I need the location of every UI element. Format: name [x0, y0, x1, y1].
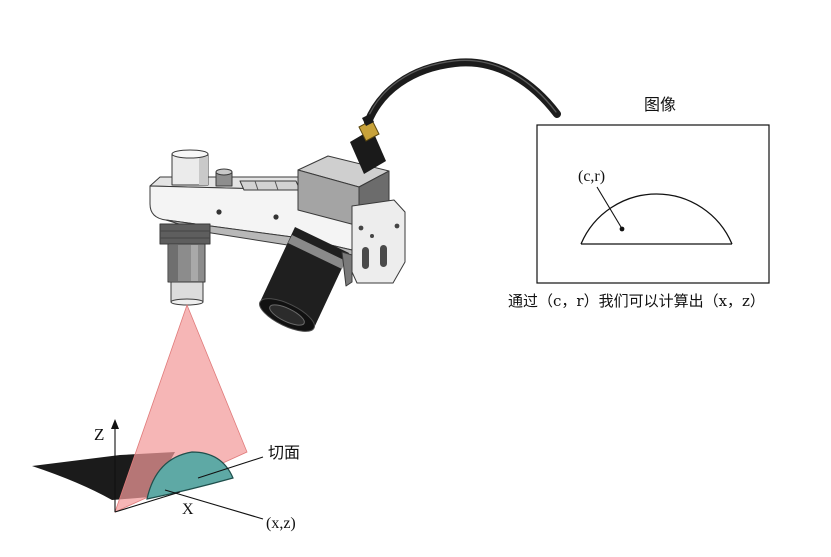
connector-housing: [350, 129, 386, 174]
laser-thread-ring: [159, 223, 211, 245]
side-plate-face: [351, 199, 406, 284]
section-label: 切面: [268, 443, 300, 462]
cable-clip-detail: [274, 180, 279, 191]
image-point-marker: [619, 226, 625, 232]
image-profile-arc: [580, 193, 733, 245]
bracket-screw-hole: [216, 209, 222, 215]
image-frame: [536, 124, 770, 284]
connector-collar: [362, 114, 374, 126]
side-plate-edge: [341, 251, 353, 287]
x-axis: [114, 491, 181, 513]
camera-lens: [259, 227, 349, 332]
cable-body: [364, 58, 561, 126]
camera-connector: [350, 114, 386, 174]
side-plate-hole: [394, 223, 400, 229]
cross-section: [146, 451, 234, 500]
bracket-screw-hole: [273, 214, 279, 220]
side-plate-hole: [358, 225, 364, 231]
camera-body: [297, 155, 390, 227]
side-plate-slot: [380, 245, 387, 267]
cable-clip: [239, 180, 301, 191]
side-plate-hole: [370, 234, 374, 238]
scene-axes: Z X: [94, 419, 194, 518]
sensor-connector-cap: [215, 168, 233, 176]
lens-glass: [269, 304, 305, 326]
image-panel-title: 图像: [644, 95, 676, 114]
world-point-leader-line: [164, 489, 264, 520]
cable-clip-detail: [254, 180, 259, 191]
camera-cable: [364, 58, 561, 126]
image-point-label: (c,r): [578, 168, 605, 185]
caption: 通过（c，r）我们可以计算出（x，z）: [508, 292, 765, 310]
section-leader-line: [197, 456, 264, 479]
x-axis-label: X: [182, 501, 194, 518]
lens-focus-ring: [288, 235, 346, 269]
laser-barrel-shade: [169, 245, 178, 281]
camera-side-plate: [341, 199, 406, 287]
z-axis-label: Z: [94, 425, 104, 444]
z-axis-arrowhead: [111, 419, 119, 429]
scene-annotations: 切面 (x,z): [164, 443, 300, 532]
side-plate-slot: [362, 247, 369, 269]
cable-highlight: [366, 59, 557, 121]
world-point-label: (x,z): [266, 515, 296, 532]
bracket-top-components: [215, 168, 301, 191]
laser-top-cap: [171, 149, 209, 159]
laser-top-cylinder-shade: [199, 156, 208, 185]
image-point-leader-line: [596, 186, 622, 228]
image-panel: 图像 (c,r): [536, 95, 770, 284]
laser-barrel-highlight: [191, 245, 198, 281]
laser-projector: [159, 149, 211, 306]
